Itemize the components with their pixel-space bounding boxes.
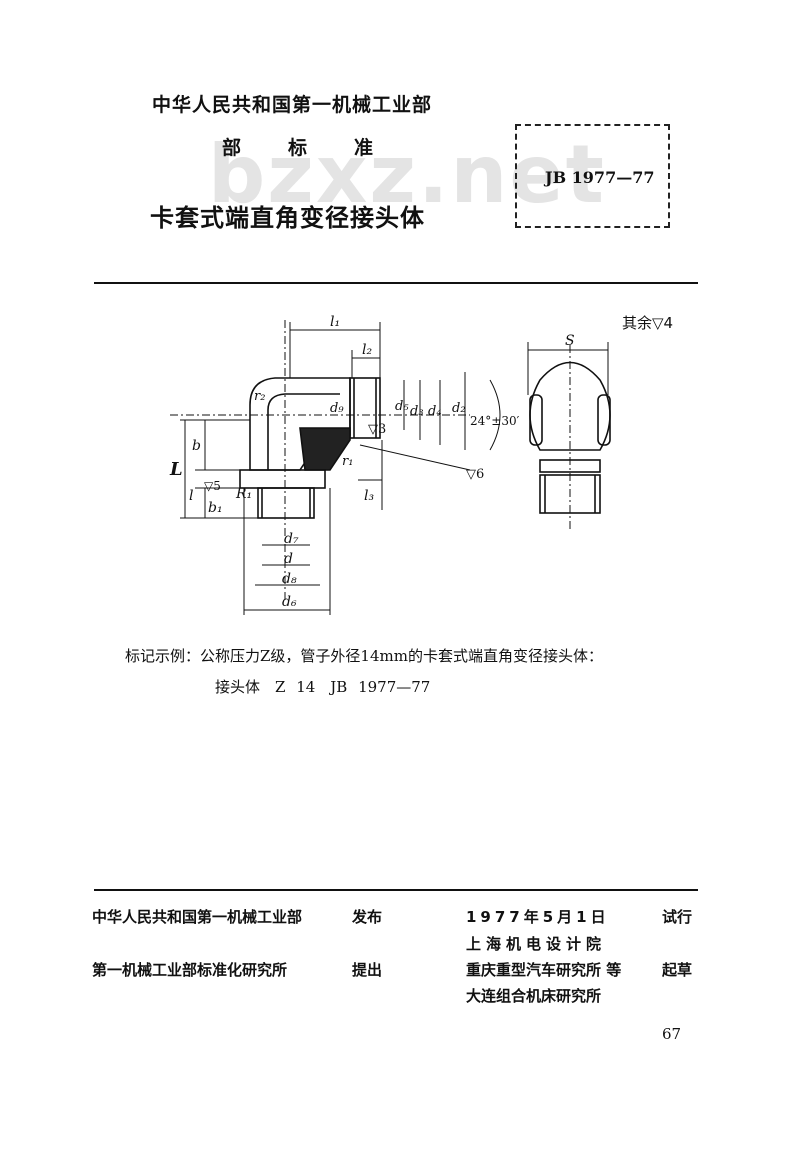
watermark: bzxz.net — [208, 128, 606, 221]
fitting-drawing: l₁ l₂ l₃ L b l b₁ R₁ r₂ r₁ d₇ d d₈ d₆ d₉… — [169, 314, 611, 615]
issuer: 中华人民共和国第一机械工业部 — [92, 908, 303, 926]
label-d9: d₉ — [330, 401, 344, 416]
label-r2: r₂ — [254, 389, 265, 404]
label-l2: l₂ — [362, 342, 372, 358]
standard-type-char: 部 — [222, 137, 242, 159]
elbow-inner-bore — [267, 393, 340, 470]
label-d4: d₄ — [428, 404, 442, 419]
label-S: S — [565, 333, 575, 349]
label-l1: l₁ — [330, 314, 340, 330]
label-d5: d₅ — [395, 399, 409, 414]
standard-type-char: 标 — [288, 137, 308, 159]
label-l: l — [189, 488, 193, 504]
label-d7: d₇ — [284, 531, 299, 547]
rough-5: ▽5 — [204, 479, 221, 493]
stud-thread — [257, 487, 315, 519]
standard-code-box — [515, 124, 670, 228]
label-b1: b₁ — [208, 500, 223, 516]
proposer: 第一机械工业部标准化研究所 — [92, 961, 288, 979]
issue-date: 1977年5月1日 — [466, 908, 610, 926]
marking-example-line1: 标记示例：公称压力Z级，管子外径14mm的卡套式端直角变径接头体： — [125, 647, 603, 665]
label-d6: d₆ — [282, 594, 297, 610]
label-r1: r₁ — [342, 454, 353, 469]
section-hatch — [299, 427, 351, 471]
header-divider — [94, 282, 698, 284]
label-L: L — [169, 459, 183, 480]
label-d: d — [284, 551, 293, 567]
label-R1: R₁ — [235, 486, 252, 502]
standard-type: 部标准 — [222, 133, 420, 160]
standard-code: JB 1977—77 — [545, 168, 655, 187]
ministry-name: 中华人民共和国第一机械工业部 — [152, 94, 433, 116]
label-d2: d₂ — [452, 401, 466, 416]
label-d8: d₈ — [282, 571, 297, 587]
propose-label: 提出 — [352, 961, 383, 979]
drafter-3: 大连组合机床研究所 — [466, 987, 602, 1005]
label-l3: l₃ — [364, 488, 374, 504]
marking-example-line2: 接头体 Z 14 JB 1977—77 — [215, 678, 431, 696]
trial-label: 试行 — [662, 908, 693, 926]
label-b: b — [192, 438, 201, 454]
footer-divider — [94, 889, 698, 891]
rough-6: ▽6 — [466, 467, 484, 482]
roughness-note: 其余▽4 — [622, 314, 674, 332]
draft-label: 起草 — [662, 961, 693, 979]
tube-end-thread — [349, 377, 381, 439]
label-d3: d₃ — [410, 404, 424, 419]
label-angle: 24°±30′ — [470, 414, 520, 428]
drafter-2: 重庆重型汽车研究所 等 — [466, 961, 622, 979]
standard-type-char: 准 — [354, 137, 374, 159]
issue-label: 发布 — [352, 908, 383, 926]
rough-3: ▽3 — [368, 422, 386, 437]
document-title: 卡套式端直角变径接头体 — [150, 204, 425, 232]
drafter-1: 上海机电设计院 — [466, 935, 607, 953]
base-flange — [239, 469, 326, 489]
page-number: 67 — [662, 1025, 682, 1043]
